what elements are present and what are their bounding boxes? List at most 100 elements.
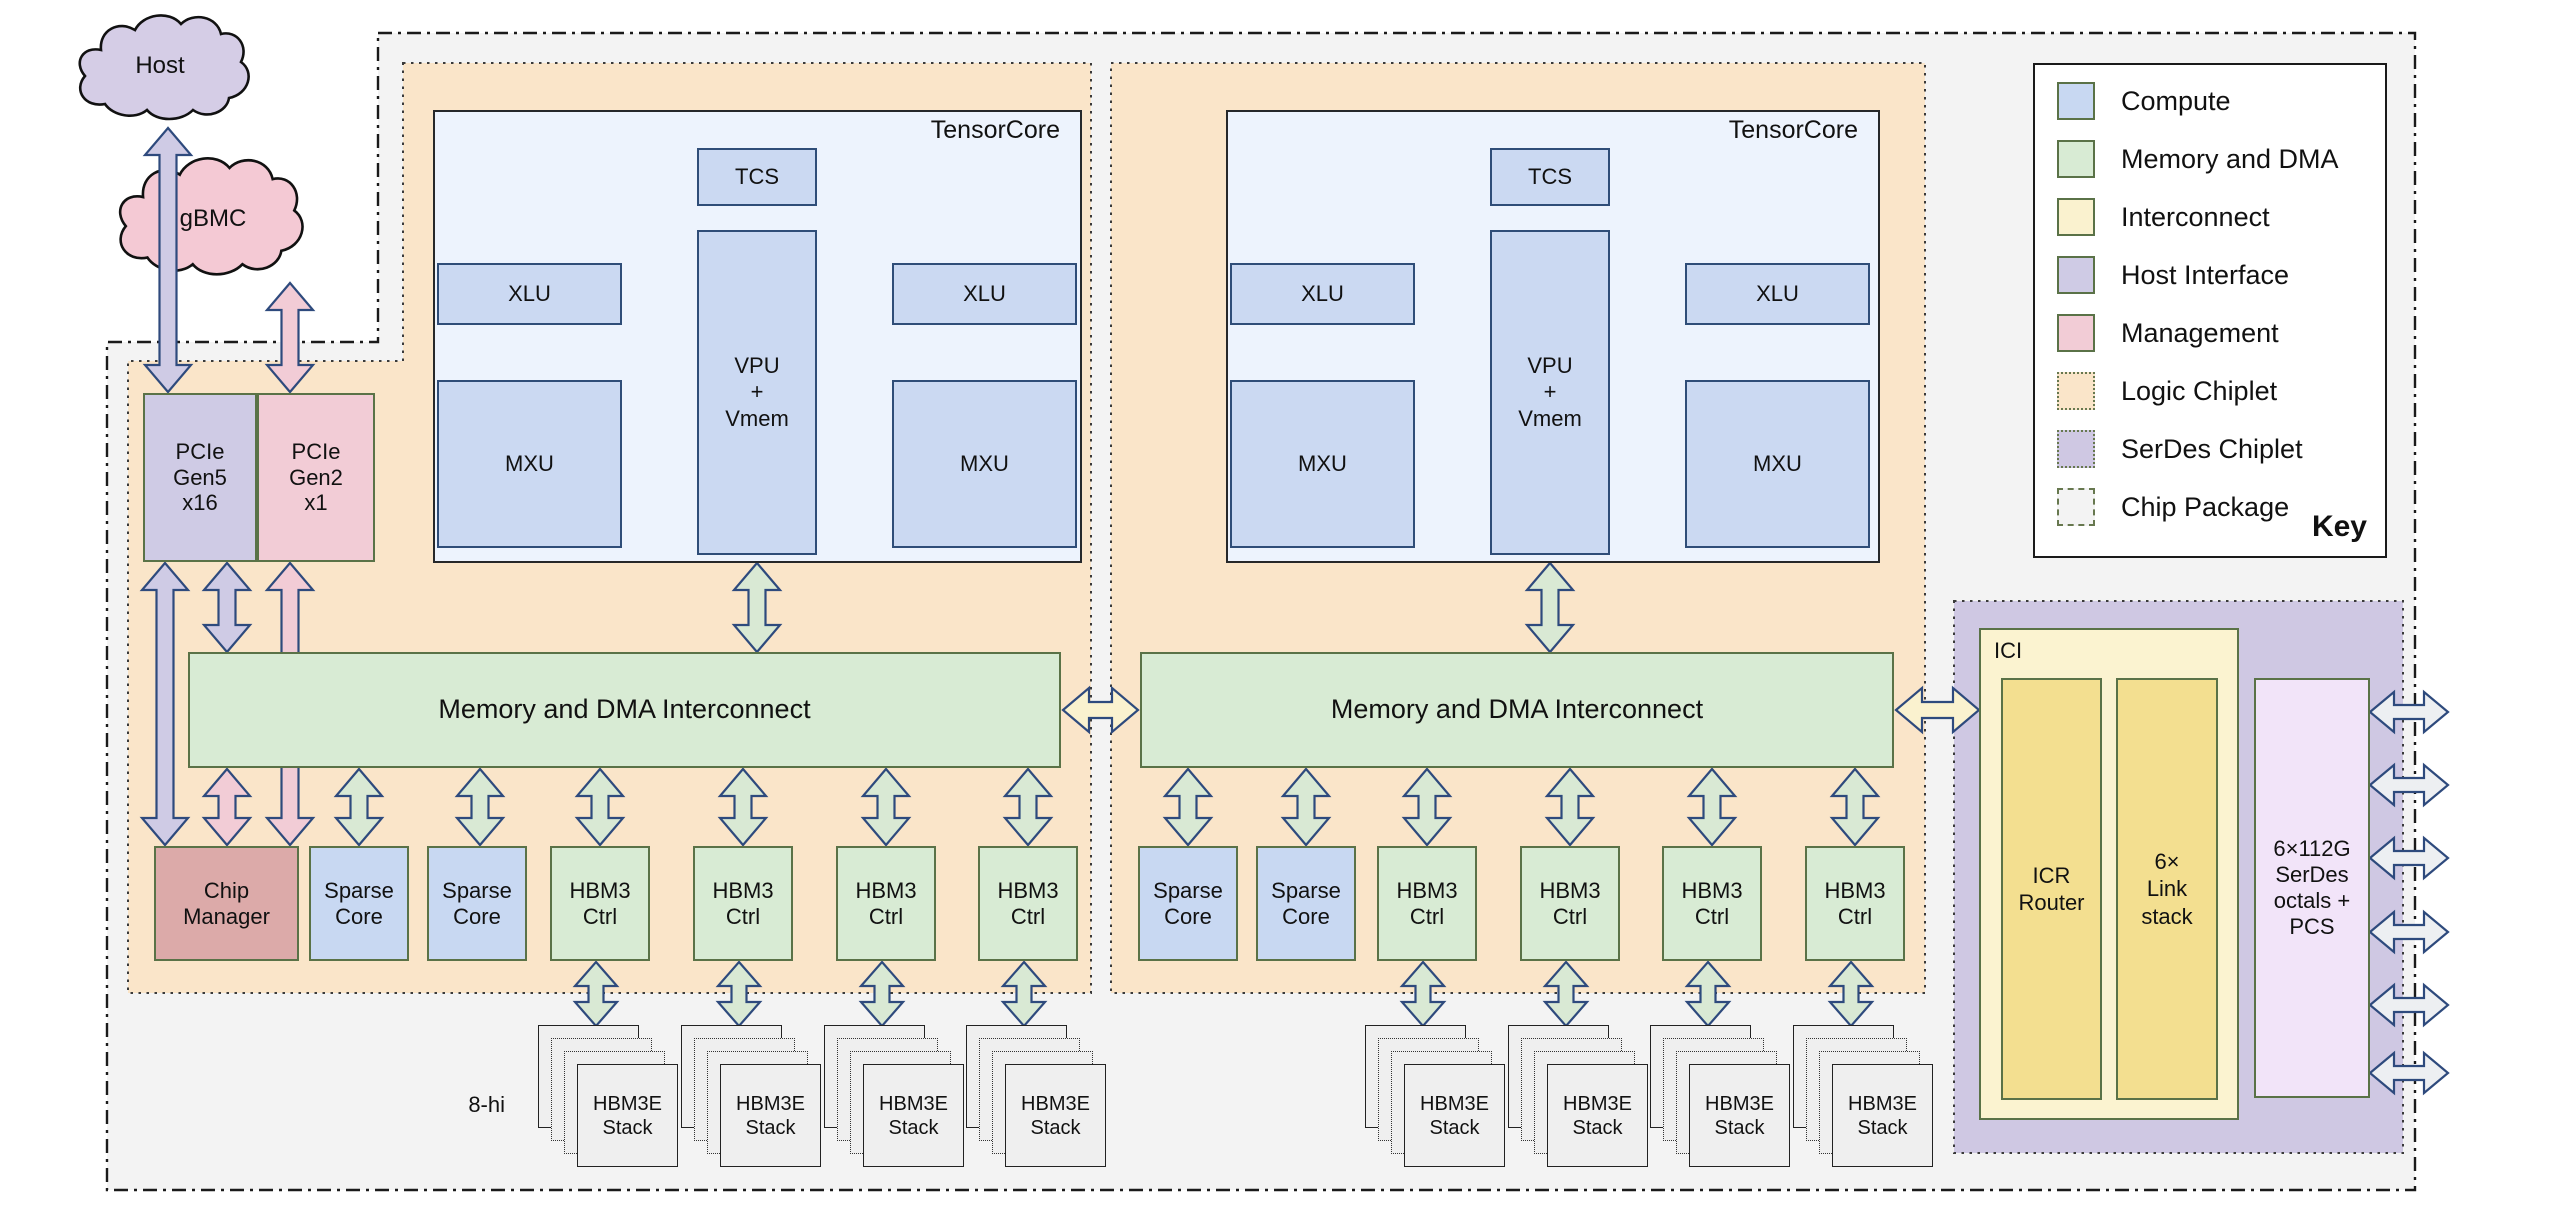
hbm3e-stack-box: HBM3E Stack: [577, 1064, 678, 1167]
hbm3e-stack-group: HBM3E Stack: [1508, 1025, 1648, 1167]
memory-dma-interconnect-1: Memory and DMA Interconnect: [188, 652, 1061, 768]
interconnect-swatch: [2057, 198, 2095, 236]
arrow: [2368, 835, 2450, 881]
legend-item-compute: Compute: [2057, 82, 2231, 120]
mxu-box: MXU: [892, 380, 1077, 548]
chip-package-swatch: [2057, 488, 2095, 526]
hbm3e-stack-group: HBM3E Stack: [966, 1025, 1106, 1167]
arrow: [2368, 762, 2450, 808]
arrow: [2368, 1050, 2450, 1096]
hbm3e-stack-group: HBM3E Stack: [538, 1025, 678, 1167]
arrow: [264, 281, 316, 394]
arrow: [1686, 767, 1738, 847]
sparse-core-box: Sparse Core: [1256, 846, 1356, 961]
hbm3-ctrl-box: HBM3 Ctrl: [1377, 846, 1477, 961]
host-cloud-label: Host: [135, 52, 185, 79]
hbm3-ctrl-box: HBM3 Ctrl: [550, 846, 650, 961]
hbm3e-stack-group: HBM3E Stack: [1365, 1025, 1505, 1167]
link-stack-box: 6× Link stack: [2116, 678, 2218, 1100]
host-cloud: [78, 14, 250, 121]
legend-label: Compute: [2121, 85, 2231, 116]
sparse-core-box: Sparse Core: [309, 846, 409, 961]
memory-dma-interconnect-2: Memory and DMA Interconnect: [1140, 652, 1894, 768]
arrow: [454, 767, 506, 847]
arrow: [1061, 685, 1140, 735]
legend-item-management: Management: [2057, 314, 2279, 352]
arrow: [1401, 767, 1453, 847]
hbm3-ctrl-box: HBM3 Ctrl: [693, 846, 793, 961]
tcs-box: TCS: [1490, 148, 1610, 206]
legend-label: Interconnect: [2121, 201, 2270, 232]
sparse-core-box: Sparse Core: [1138, 846, 1238, 961]
hbm3-ctrl-box: HBM3 Ctrl: [1805, 846, 1905, 961]
legend-label: Management: [2121, 317, 2279, 348]
xlu-box: XLU: [437, 263, 622, 325]
mxu-box: MXU: [1685, 380, 1870, 548]
compute-swatch: [2057, 82, 2095, 120]
hbm3-ctrl-box: HBM3 Ctrl: [1520, 846, 1620, 961]
arrow: [860, 767, 912, 847]
hbm3e-stack-box: HBM3E Stack: [1832, 1064, 1933, 1167]
host-interface-swatch: [2057, 256, 2095, 294]
xlu-box: XLU: [1230, 263, 1415, 325]
legend-item-chip-package: Chip Package: [2057, 488, 2289, 526]
hbm3e-stack-group: HBM3E Stack: [824, 1025, 964, 1167]
stack-height-label: 8-hi: [468, 1092, 505, 1117]
hbm3e-stack-group: HBM3E Stack: [681, 1025, 821, 1167]
hbm3e-stack-group: HBM3E Stack: [1793, 1025, 1933, 1167]
hbm3e-stack-box: HBM3E Stack: [1689, 1064, 1790, 1167]
arrow: [139, 561, 191, 847]
hbm3e-stack-box: HBM3E Stack: [1547, 1064, 1648, 1167]
arrow: [1280, 767, 1332, 847]
hbm3-ctrl-box: HBM3 Ctrl: [1662, 846, 1762, 961]
arrow: [2368, 689, 2450, 735]
memory-dma-swatch: [2057, 140, 2095, 178]
legend-label: Chip Package: [2121, 491, 2290, 522]
tensorcore-2-title: TensorCore: [1728, 116, 1858, 144]
arrow: [2368, 982, 2450, 1028]
ici-label: ICI: [1994, 638, 2023, 663]
legend-title: Key: [2311, 510, 2367, 543]
arrow: [1544, 767, 1596, 847]
arrow: [717, 767, 769, 847]
hbm3e-stack-box: HBM3E Stack: [1005, 1064, 1106, 1167]
serdes-octals-box: 6×112G SerDes octals + PCS: [2254, 678, 2370, 1098]
legend-label: Logic Chiplet: [2121, 375, 2278, 406]
legend-label: SerDes Chiplet: [2121, 433, 2303, 464]
legend-item-interconnect: Interconnect: [2057, 198, 2270, 236]
sparse-core-box: Sparse Core: [427, 846, 527, 961]
hbm3-ctrl-box: HBM3 Ctrl: [978, 846, 1078, 961]
vpu-vmem-box: VPU + Vmem: [1490, 230, 1610, 555]
arrow: [333, 767, 385, 847]
mxu-box: MXU: [1230, 380, 1415, 548]
chip-manager-box: Chip Manager: [154, 846, 299, 961]
arrow: [1162, 767, 1214, 847]
arrow: [1002, 767, 1054, 847]
legend-item-memory-dma: Memory and DMA: [2057, 140, 2339, 178]
arrow: [1829, 767, 1881, 847]
arrow: [201, 767, 253, 847]
pcie-gen2-box: PCIe Gen2 x1: [257, 393, 375, 562]
arrow: [2368, 909, 2450, 955]
legend-item-host-interface: Host Interface: [2057, 256, 2289, 294]
hbm3e-stack-box: HBM3E Stack: [863, 1064, 964, 1167]
tensorcore-1-title: TensorCore: [930, 116, 1060, 144]
legend-label: Memory and DMA: [2121, 143, 2339, 174]
vpu-vmem-box: VPU + Vmem: [697, 230, 817, 555]
pcie-gen5-box: PCIe Gen5 x16: [143, 393, 257, 562]
tcs-box: TCS: [697, 148, 817, 206]
arrow: [142, 126, 194, 394]
hbm3e-stack-group: HBM3E Stack: [1650, 1025, 1790, 1167]
legend-item-logic-chiplet: Logic Chiplet: [2057, 372, 2277, 410]
xlu-box: XLU: [892, 263, 1077, 325]
serdes-chiplet-swatch: [2057, 430, 2095, 468]
icr-router-box: ICR Router: [2001, 678, 2102, 1100]
arrow: [574, 767, 626, 847]
legend-key: Compute Memory and DMA Interconnect Host…: [2033, 63, 2387, 558]
xlu-box: XLU: [1685, 263, 1870, 325]
hbm3-ctrl-box: HBM3 Ctrl: [836, 846, 936, 961]
gbmc-cloud-label: gBMC: [179, 205, 247, 232]
logic-chiplet-swatch: [2057, 372, 2095, 410]
management-swatch: [2057, 314, 2095, 352]
